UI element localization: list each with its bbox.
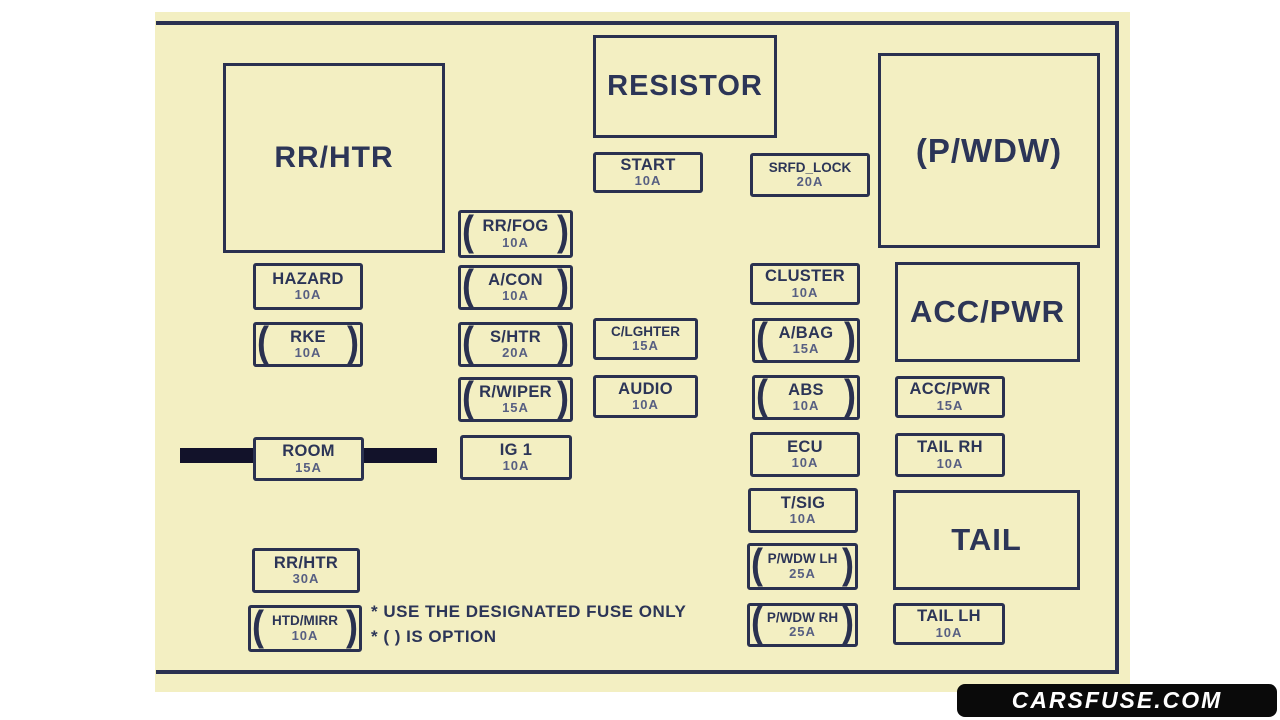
fuse-label: A/CON — [488, 270, 543, 289]
fuse-label: CLUSTER — [764, 267, 846, 286]
fuse-label: T/SIG — [780, 493, 826, 512]
fuse-label: ABS — [788, 380, 824, 399]
pwdw-block: (P/WDW) — [878, 53, 1100, 248]
fuse-label: HTD/MIRR — [272, 613, 338, 629]
fuse-label: ROOM — [282, 442, 335, 461]
footnotes: * USE THE DESIGNATED FUSE ONLY * ( ) IS … — [371, 602, 686, 652]
fuse-label: RKE — [290, 327, 326, 346]
fuse-label: S/HTR — [490, 327, 541, 346]
fuse-amperage: 10A — [502, 288, 529, 304]
fuse-label: AUDIO — [618, 379, 673, 398]
fuse-amperage: 15A — [936, 397, 964, 413]
fuse-amperage: 10A — [791, 455, 819, 471]
fuse-amperage: 20A — [796, 174, 824, 190]
resistor-block: RESISTOR — [593, 35, 777, 138]
fuse-amperage: 10A — [789, 511, 817, 527]
fuse-label: C/LGHTER — [611, 323, 680, 339]
block-label: (P/WDW) — [915, 131, 1063, 169]
note-option: * ( ) IS OPTION — [371, 627, 497, 646]
fuse-amperage: 15A — [792, 341, 820, 357]
fuse-amperage: 25A — [789, 624, 816, 640]
fuse-amperage: 10A — [294, 287, 322, 303]
fuse-label: RR/FOG — [482, 217, 549, 236]
fuse-amperage: 10A — [935, 624, 963, 640]
fuse-amperage: 10A — [791, 284, 819, 300]
carsfuse-watermark: CARSFUSE.COM — [957, 684, 1277, 717]
fuse-label: HAZARD — [272, 269, 344, 288]
rr-htr-block: RR/HTR — [223, 63, 445, 253]
fuse-label: SRFD_LOCK — [768, 159, 852, 175]
fuse-label: ECU — [787, 437, 823, 456]
fuse-amperage: 25A — [789, 565, 816, 581]
fuse-label: P/WDW LH — [767, 551, 838, 567]
acc-pwr-block: ACC/PWR — [895, 262, 1080, 362]
block-label: TAIL — [951, 522, 1022, 557]
fuse-label: START — [620, 155, 676, 174]
fuse-amperage: 10A — [632, 397, 659, 413]
fuse-amperage: 10A — [502, 234, 529, 250]
block-label: ACC/PWR — [909, 294, 1066, 329]
fuse-amperage: 10A — [792, 398, 820, 414]
note-designated-fuse: * USE THE DESIGNATED FUSE ONLY — [371, 602, 687, 621]
block-label: RESISTOR — [607, 70, 763, 102]
fuse-amperage: 15A — [632, 338, 659, 354]
fuse-amperage: 10A — [294, 345, 322, 361]
fuse-label: A/BAG — [778, 323, 834, 342]
fuse-label: P/WDW RH — [766, 609, 839, 625]
diagram-border — [156, 21, 1119, 674]
fuse-label: R/WIPER — [479, 382, 552, 401]
fuse-amperage: 10A — [634, 173, 662, 189]
block-label: RR/HTR — [274, 141, 394, 174]
fuse-label: ACC/PWR — [909, 380, 991, 399]
fuse-label: RR/HTR — [273, 553, 339, 572]
fuse-amperage: 10A — [502, 458, 530, 474]
fuse-amperage: 15A — [502, 400, 529, 416]
fuse-label: TAIL LH — [917, 607, 981, 626]
fuse-amperage: 10A — [936, 455, 964, 471]
fuse-label: TAIL RH — [917, 438, 983, 457]
fuse-amperage: 20A — [502, 345, 529, 361]
fuse-amperage: 30A — [292, 571, 320, 587]
fuse-amperage: 15A — [295, 459, 322, 475]
fuse-amperage: 10A — [291, 627, 319, 643]
tail-block: TAIL — [893, 490, 1080, 590]
fuse-label: IG 1 — [499, 440, 533, 459]
